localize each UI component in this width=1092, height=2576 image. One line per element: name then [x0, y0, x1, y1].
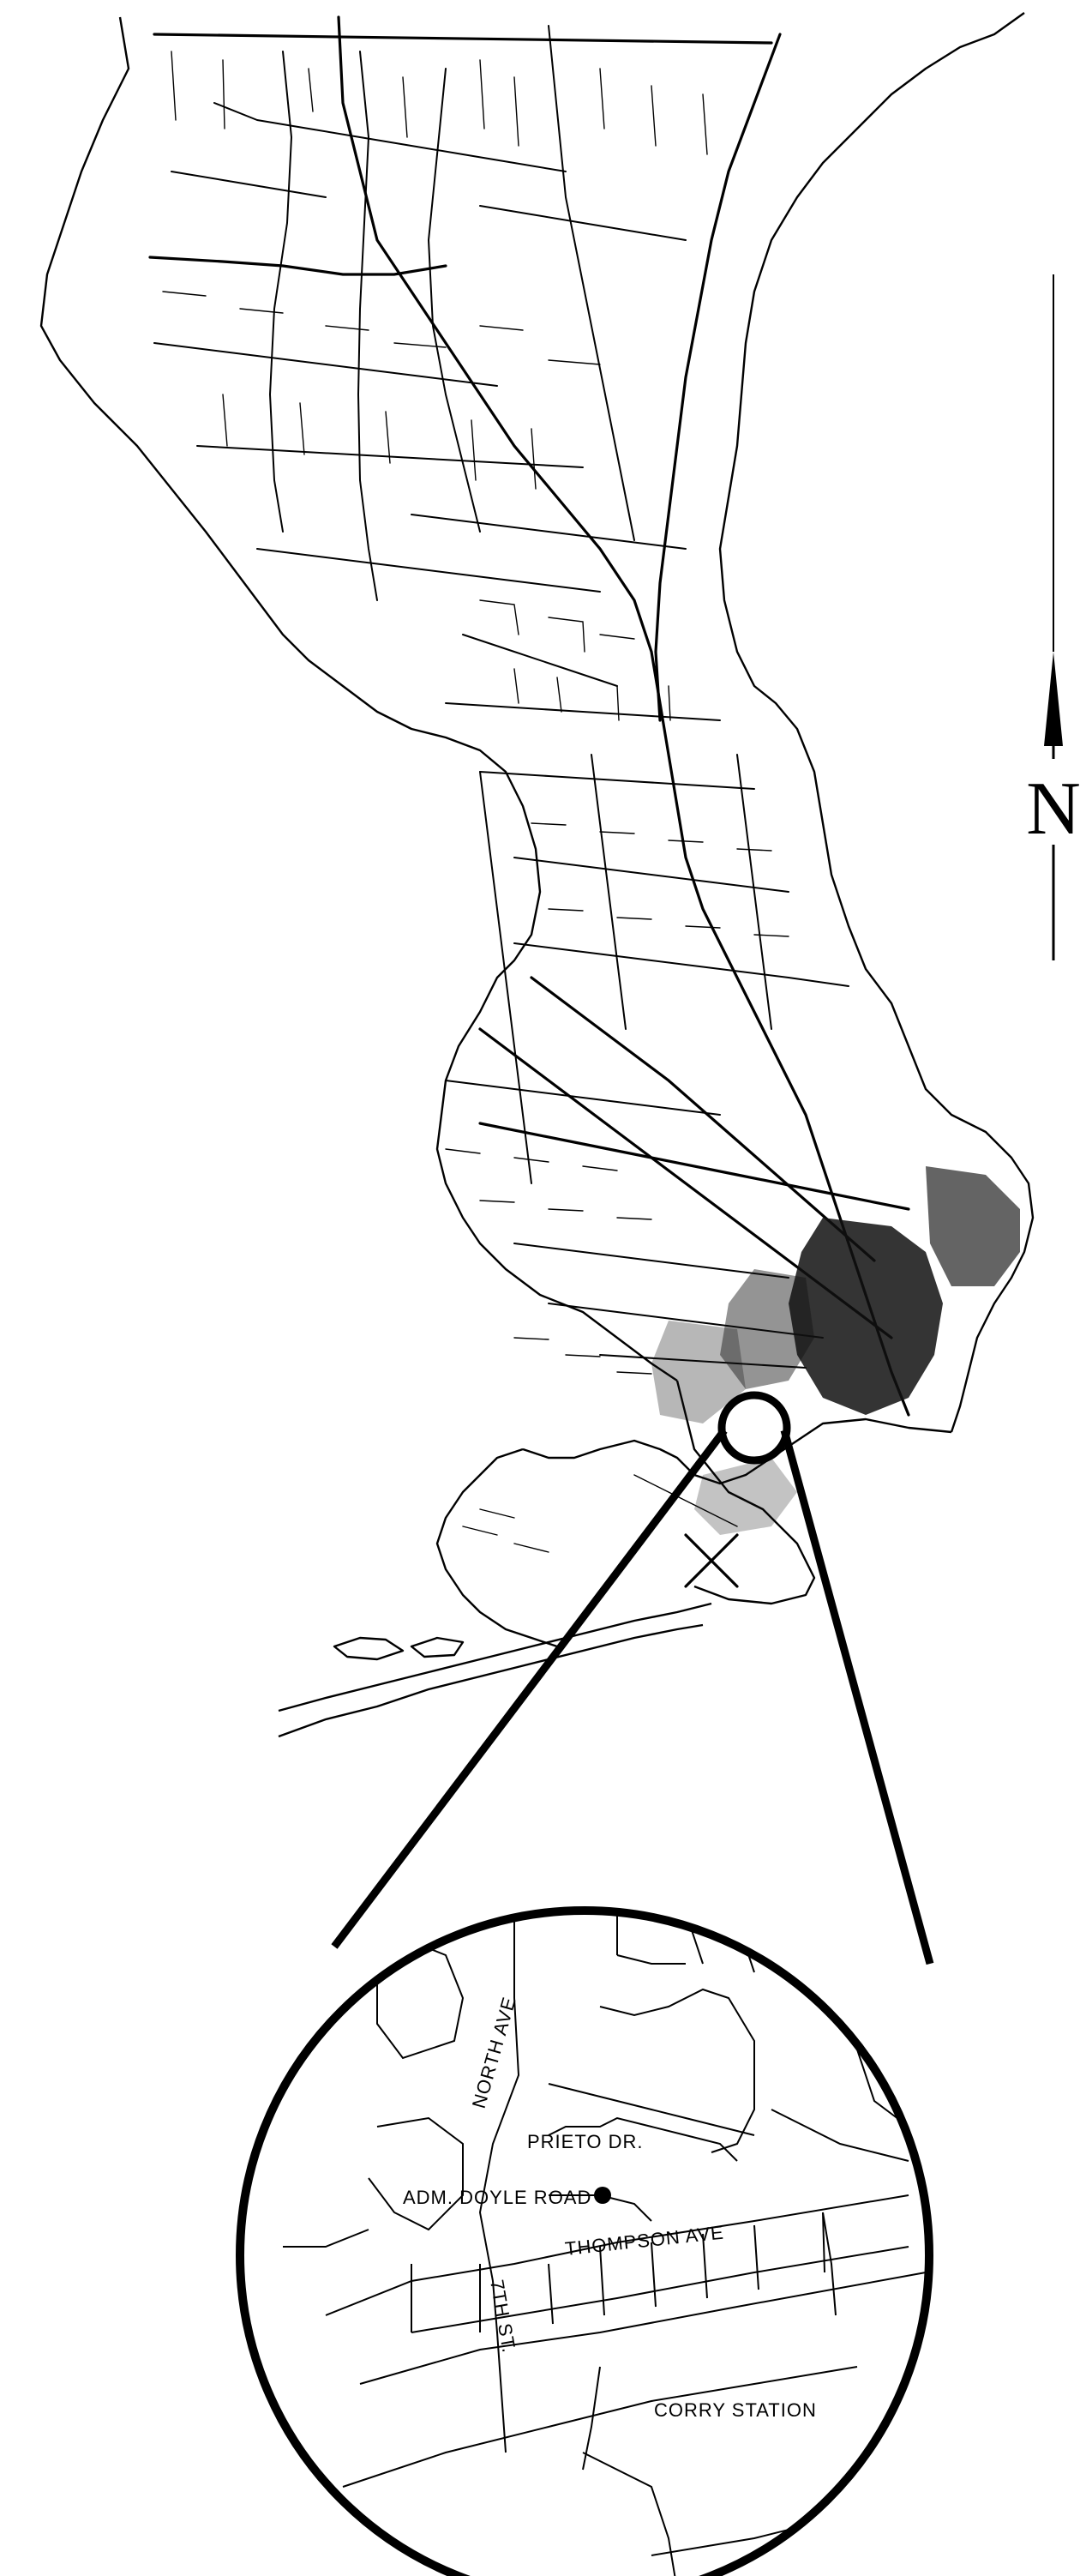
label-adm-doyle-road: ADM. DOYLE ROAD — [403, 2187, 591, 2208]
inset-detail-map — [283, 1911, 927, 2576]
label-prieto-dr: PRIETO DR. — [527, 2131, 644, 2152]
label-corry-station: CORRY STATION — [654, 2399, 817, 2421]
inset-callout — [331, 1391, 934, 1965]
label-7th-st: 7TH ST. — [486, 2278, 520, 2355]
label-thompson-ave: THOMPSON AVE — [564, 2222, 725, 2260]
north-arrow: N — [1026, 274, 1081, 960]
road-network — [148, 15, 910, 1588]
inset-circle-border — [236, 1906, 933, 2576]
north-letter: N — [1026, 767, 1081, 851]
callout-line-right — [780, 1429, 934, 1965]
location-marker — [594, 2187, 611, 2204]
county-boundary — [39, 12, 1035, 1738]
inset-source-circle — [717, 1391, 791, 1465]
callout-line-left — [331, 1428, 728, 1949]
urban-area — [651, 1166, 1020, 1535]
